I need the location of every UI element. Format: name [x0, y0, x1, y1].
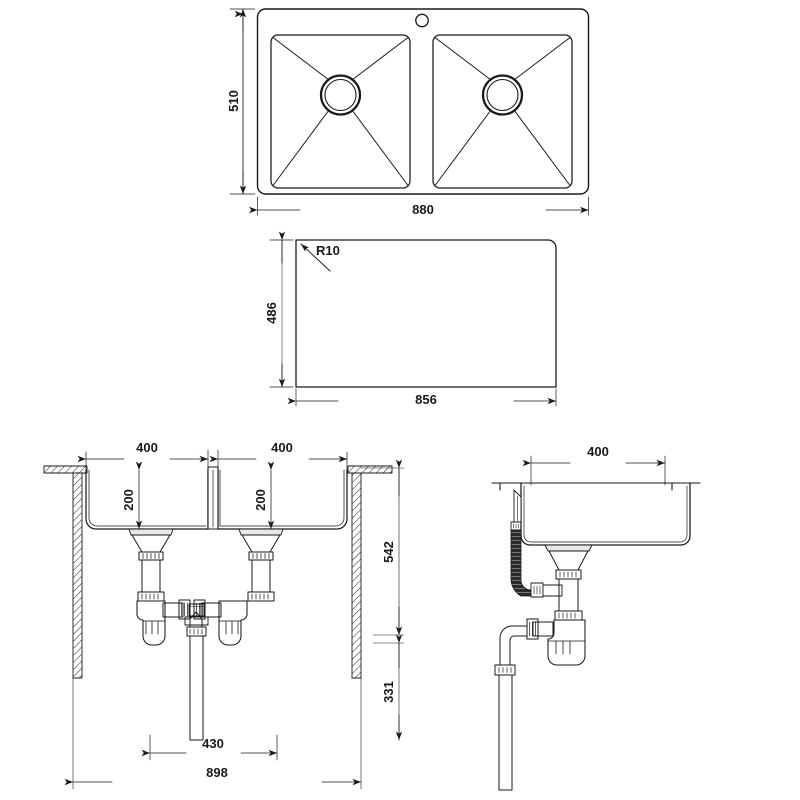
right-drain-ring [481, 74, 524, 116]
top-plan-view: 510 880 [226, 8, 590, 217]
right-waste-assembly [193, 534, 281, 646]
tap-hole-icon [415, 13, 429, 28]
front-section-view: 400 400 200 200 542 [43, 440, 405, 790]
left-bowl-fold-lines [272, 37, 409, 186]
dimension-400-side: 400 [522, 444, 666, 486]
dimension-400-side-label: 400 [587, 444, 609, 459]
dimension-510-label: 510 [226, 90, 241, 112]
corner-radius-leader: R10 [300, 243, 340, 272]
dimension-400-right: 400 [209, 440, 348, 473]
dimension-200-left: 200 [121, 461, 143, 530]
worktop-line [491, 482, 701, 491]
side-bowl-section [520, 482, 691, 552]
right-bowl-section [217, 469, 348, 536]
dimension-430-label: 430 [202, 736, 224, 751]
left-bowl-outline [270, 34, 411, 189]
worktop-left-hatched [43, 465, 88, 474]
cabinet-wall-left [72, 472, 83, 679]
sink-outer-outline [256, 8, 590, 195]
dimension-542: 542 [360, 459, 405, 636]
dimension-856: 856 [287, 388, 557, 407]
dimension-331: 331 [372, 634, 405, 741]
left-waste-assembly [131, 534, 191, 646]
dimension-880: 880 [249, 196, 589, 217]
dimension-542-label: 542 [381, 541, 396, 563]
dimension-486: 486 [264, 231, 294, 388]
dimension-486-label: 486 [264, 302, 279, 324]
dimension-331-label: 331 [381, 681, 396, 703]
dimension-856-label: 856 [415, 392, 437, 407]
bowl-divider [207, 466, 219, 530]
dimension-898-label: 898 [206, 765, 228, 780]
dimension-898: 898 [64, 677, 362, 790]
right-bowl-outline [432, 34, 573, 189]
left-drain-ring [319, 74, 362, 116]
overflow-hose [510, 489, 563, 598]
centre-standpipe [184, 611, 209, 741]
connecting-waste-pipe [188, 603, 205, 617]
dimension-400-left: 400 [77, 440, 209, 473]
dimension-510: 510 [226, 9, 256, 195]
corner-radius-label: R10 [316, 243, 340, 258]
side-section-view: 400 [491, 444, 701, 791]
cutout-plan-view: R10 486 856 [264, 231, 557, 407]
right-bowl [432, 34, 573, 189]
dimension-400-left-label: 400 [136, 440, 158, 455]
side-waste-assembly [526, 550, 589, 666]
side-standpipe-elbow [494, 625, 528, 791]
left-bowl [270, 34, 411, 189]
dimension-200-right: 200 [253, 461, 275, 530]
dimension-400-right-label: 400 [271, 440, 293, 455]
dimension-200-right-label: 200 [253, 489, 268, 511]
dimension-430: 430 [141, 734, 278, 761]
dimension-880-label: 880 [412, 202, 434, 217]
right-bowl-fold-lines [434, 37, 571, 186]
left-bowl-section [85, 469, 209, 536]
worktop-right-hatched [347, 465, 393, 474]
cutout-outline [295, 239, 557, 388]
dimension-200-left-label: 200 [121, 489, 136, 511]
cabinet-wall-right [351, 472, 362, 679]
